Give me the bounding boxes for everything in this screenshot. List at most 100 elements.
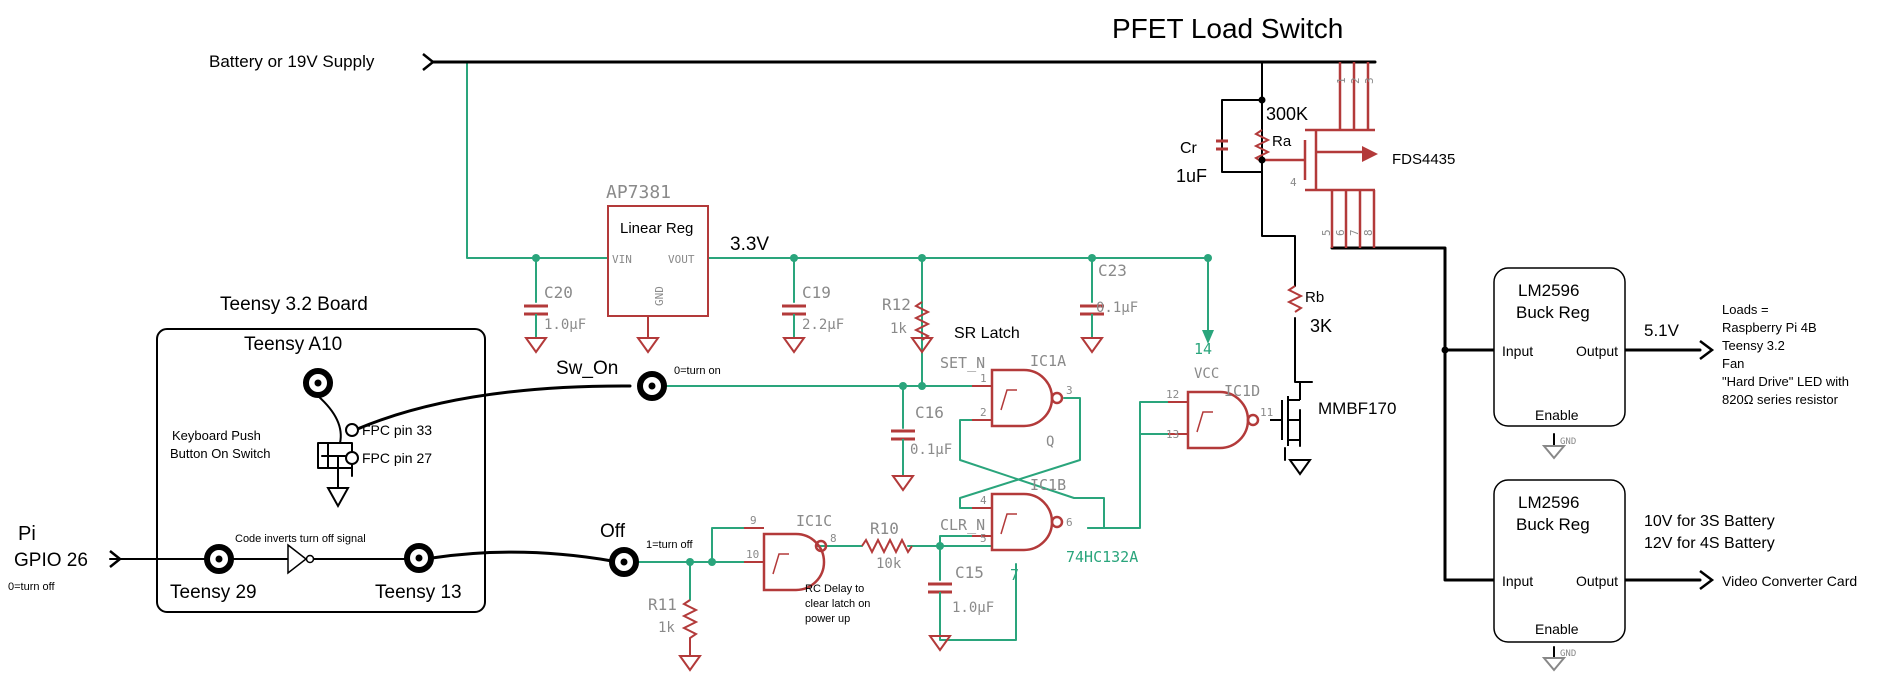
signal-arrows (109, 53, 1715, 590)
ic1a-pin3: 3 (1066, 384, 1073, 397)
buck1-input: Input (1502, 343, 1533, 359)
rc-note-line1: RC Delay to (805, 583, 864, 595)
button-label-line1: Keyboard Push (172, 428, 261, 443)
capacitor-symbols (524, 139, 1228, 594)
ic1c-pin9: 9 (750, 514, 757, 527)
teensy-29-label: Teensy 29 (170, 582, 257, 603)
buck1-vout: 5.1V (1644, 321, 1680, 340)
buck2-name-line2: Buck Reg (1516, 515, 1590, 534)
ic1a-pin2: 2 (980, 406, 987, 419)
nand-gate-leads (744, 385, 1188, 563)
buck-regulator-2 (1493, 479, 1626, 643)
load-line-3: Teensy 3.2 (1722, 338, 1785, 353)
off-label: Off (600, 521, 626, 542)
regulator-part: AP7381 (606, 182, 671, 203)
buck2-enable: Enable (1535, 621, 1579, 637)
latch-gnd-pin: 7 (1010, 566, 1019, 584)
r12-val: 1k (890, 321, 907, 337)
c20-val: 1.0µF (544, 317, 586, 333)
ic1b-ref: IC1B (1030, 476, 1066, 494)
regulator-name: Linear Reg (620, 220, 693, 237)
c19-val: 2.2µF (802, 317, 844, 333)
pfet-pin-8: 8 (1362, 229, 1375, 236)
sw-on-note: 0=turn on (674, 365, 721, 377)
fpc27-terminal (345, 451, 359, 465)
pad-off (609, 547, 639, 577)
pad-teensy-13 (404, 543, 434, 573)
inverter-symbol (287, 543, 308, 575)
junction-dots (532, 254, 1212, 566)
latch-vcc: VCC (1194, 366, 1219, 382)
teensy-a10-label: Teensy A10 (244, 334, 342, 355)
regulator-vin: VIN (612, 253, 632, 266)
teensy-13-label: Teensy 13 (375, 582, 462, 603)
r12-ref: R12 (882, 295, 911, 314)
pfet-pin-6: 6 (1334, 229, 1347, 236)
pfet-pin-5: 5 (1320, 229, 1333, 236)
ic1d-pin11: 11 (1260, 406, 1273, 419)
buck1-name-line2: Buck Reg (1516, 303, 1590, 322)
ic1c-ref: IC1C (796, 512, 832, 530)
r10-ref: R10 (870, 519, 899, 538)
fpc33-terminal (345, 423, 359, 437)
latch-set: SET_N (940, 354, 985, 372)
diagram-title: PFET Load Switch (1112, 13, 1343, 44)
cr-ref: Cr (1180, 140, 1198, 157)
black-nets (109, 60, 1702, 659)
rc-note-line3: power up (805, 613, 850, 625)
c15-ref: C15 (955, 563, 984, 582)
buck2-load: Video Converter Card (1722, 573, 1857, 589)
ra-ref: Ra (1272, 133, 1292, 150)
inverter-bubble (305, 554, 315, 564)
fpc33-label: FPC pin 33 (362, 422, 432, 438)
nfet-part: MMBF170 (1318, 399, 1396, 418)
pfet-part: FDS4435 (1392, 151, 1455, 168)
pfet-pin-gate: 4 (1290, 176, 1297, 189)
load-line-4: Fan (1722, 356, 1744, 371)
latch-chip: 74HC132A (1066, 548, 1138, 566)
buck2-vout-line2: 12V for 4S Battery (1644, 535, 1775, 552)
c20-ref: C20 (544, 283, 573, 302)
ic1b-pin5: 5 (980, 532, 987, 545)
pfet-pin-7: 7 (1348, 229, 1361, 236)
pfet-symbol (1262, 62, 1376, 248)
pfet-pin-3: 3 (1363, 77, 1376, 84)
regulator-vout: VOUT (668, 253, 695, 266)
fpc27-label: FPC pin 27 (362, 450, 432, 466)
inverter-note: Code inverts turn off signal (235, 533, 366, 545)
ic1a-pin1: 1 (980, 372, 987, 385)
connector-pads (204, 368, 667, 577)
ic1c-pin8: 8 (830, 532, 837, 545)
linear-regulator-body (607, 205, 709, 317)
pi-note: 0=turn off (8, 581, 56, 593)
c23-val: 0.1µF (1096, 300, 1138, 316)
vcc-arrow (1202, 330, 1214, 344)
load-line-2: Raspberry Pi 4B (1722, 320, 1817, 335)
supply-label: Battery or 19V Supply (209, 52, 375, 71)
r11-ref: R11 (648, 595, 677, 614)
regulator-gnd: GND (653, 286, 666, 306)
buck1-enable: Enable (1535, 407, 1579, 423)
ic1b-pin6: 6 (1066, 516, 1073, 529)
ic1a-ref: IC1A (1030, 352, 1066, 370)
latch-title: SR Latch (954, 325, 1020, 342)
pad-teensy-29 (204, 544, 234, 574)
ra-val: 300K (1266, 104, 1308, 124)
buck1-output: Output (1576, 343, 1618, 359)
r11-val: 1k (658, 620, 675, 636)
pi-label-line1: Pi (18, 523, 36, 545)
pad-sw-on (637, 371, 667, 401)
ground-symbols (326, 316, 1567, 672)
off-note: 1=turn off (646, 539, 694, 551)
capacitor-leads (535, 314, 1093, 636)
buck2-name-line1: LM2596 (1518, 493, 1579, 512)
resistor-symbols (681, 129, 1304, 656)
load-line-6: 820Ω series resistor (1722, 392, 1839, 407)
sw-on-label: Sw_On (556, 358, 618, 379)
pad-teensy-a10 (303, 368, 333, 398)
load-line-5: "Hard Drive" LED with (1722, 374, 1849, 389)
c16-val: 0.1µF (910, 442, 952, 458)
pfet-pin-2: 2 (1349, 77, 1362, 84)
buck2-input: Input (1502, 573, 1533, 589)
nand-gates (762, 368, 1260, 592)
